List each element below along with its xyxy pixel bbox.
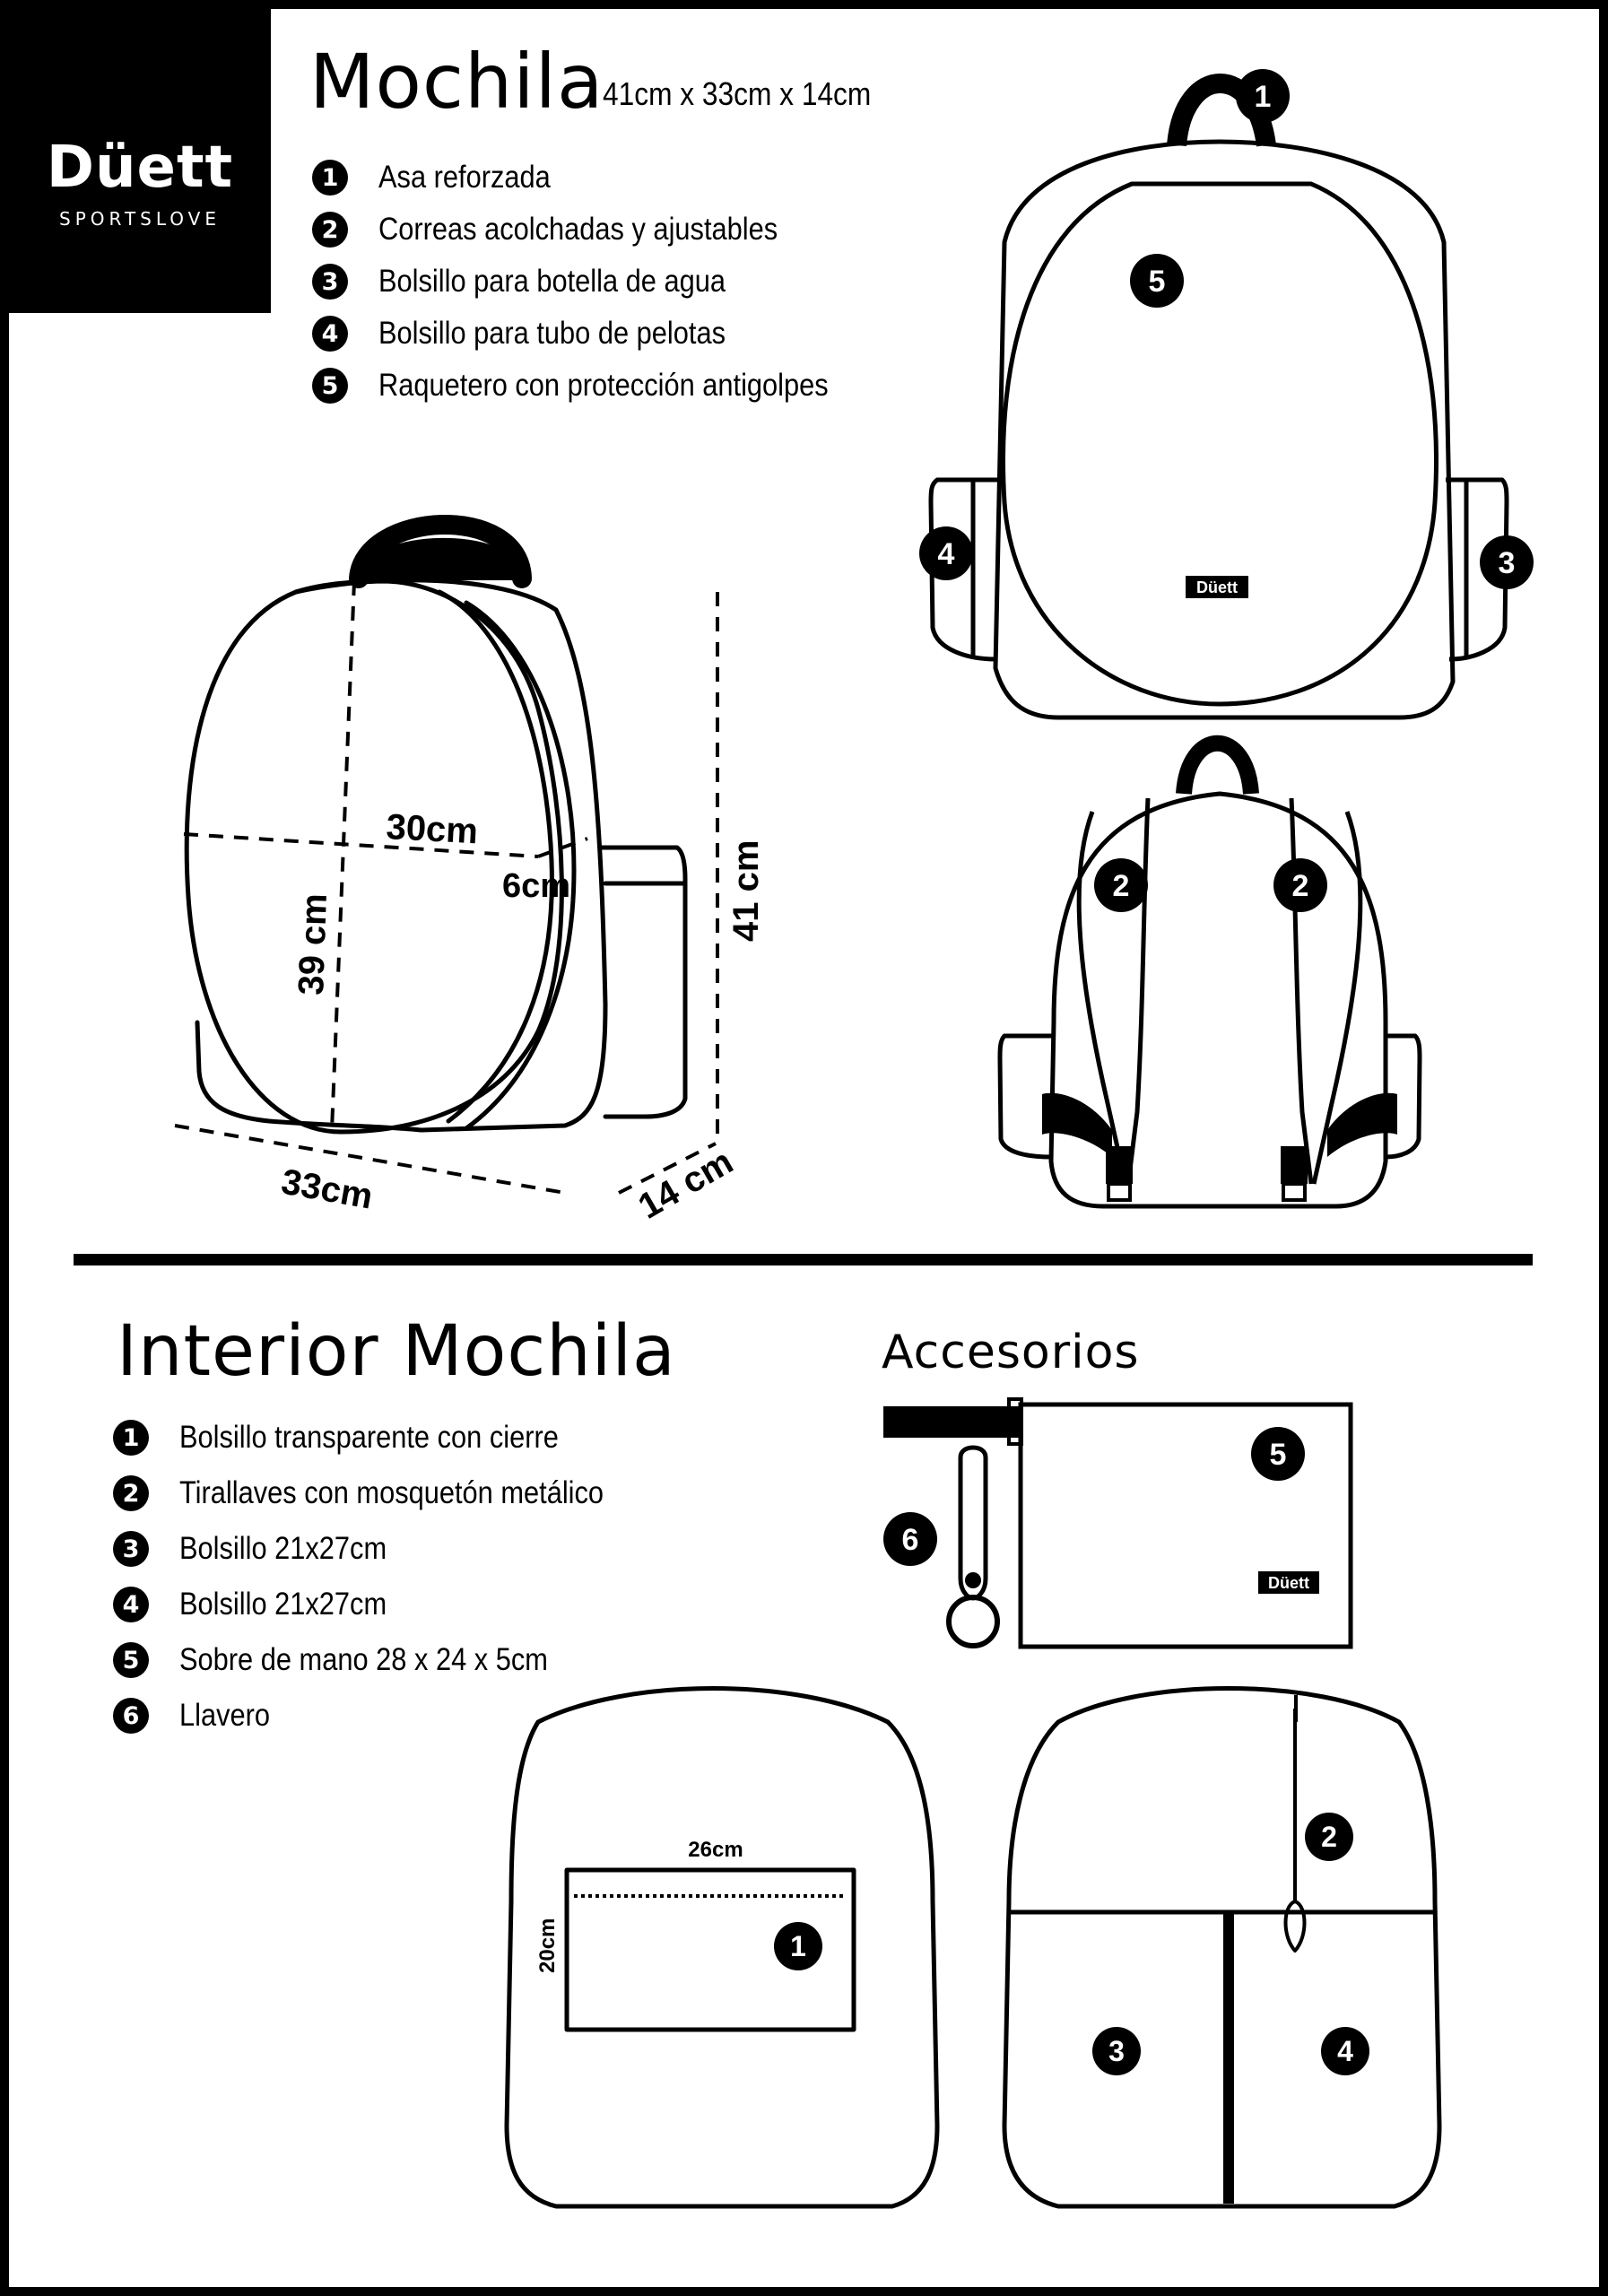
number-badge: 3 (312, 264, 348, 300)
number-badge: 4 (113, 1587, 149, 1622)
svg-text:4: 4 (938, 537, 955, 571)
interior-title: Interior Mochila (117, 1311, 676, 1392)
feature-item: 5 Raquetero con protección antigolpes (312, 366, 890, 405)
section-divider (74, 1254, 1533, 1265)
measure-6cm: 6cm (502, 867, 570, 905)
callout-badge: 3 (1092, 2027, 1141, 2075)
callout-badge: 1 (1236, 69, 1290, 123)
number-badge: 2 (312, 212, 348, 248)
accesorios-title: Accesorios (882, 1326, 1140, 1379)
feature-label: Correas acolchadas y ajustables (378, 212, 778, 247)
feature-label: Raquetero con protección antigolpes (378, 368, 829, 403)
number-badge: 1 (113, 1420, 149, 1456)
interior-item: 1 Bolsillo transparente con cierre (113, 1418, 611, 1457)
pocket-height-label: 20cm (535, 1918, 560, 1973)
callout-badge: 2 (1094, 858, 1148, 912)
feature-item: 2 Correas acolchadas y ajustables (312, 210, 832, 249)
measure-39cm: 39 cm (291, 892, 335, 996)
number-badge: 4 (312, 316, 348, 352)
pouch-logo-tag: Düett (1268, 1574, 1309, 1592)
front-logo-tag: Düett (1196, 578, 1238, 596)
callout-badge: 3 (1480, 535, 1534, 589)
callout-badge: 5 (1251, 1427, 1305, 1481)
interior-item: 6 Llavero (113, 1696, 282, 1735)
measure-30cm: 30cm (386, 807, 479, 851)
svg-text:2: 2 (1321, 1821, 1337, 1853)
svg-text:3: 3 (1108, 2035, 1125, 2067)
interior-label: Tirallaves con mosquetón metálico (179, 1475, 604, 1510)
number-badge: 3 (113, 1531, 149, 1567)
interior-item: 4 Bolsillo 21x27cm (113, 1585, 415, 1624)
callout-badge: 1 (774, 1922, 822, 1970)
svg-text:2: 2 (1113, 869, 1130, 903)
callout-badge: 4 (919, 526, 973, 580)
svg-text:6: 6 (902, 1523, 919, 1557)
number-badge: 5 (312, 368, 348, 404)
interior-item: 5 Sobre de mano 28 x 24 x 5cm (113, 1640, 598, 1680)
svg-text:5: 5 (1149, 265, 1166, 299)
brand-block: Düett SPORTSLOVE (9, 9, 271, 313)
interior-label: Bolsillo 21x27cm (179, 1587, 387, 1622)
brand-logo: Düett (46, 135, 234, 201)
feature-label: Bolsillo para botella de agua (378, 264, 726, 299)
feature-item: 4 Bolsillo para tubo de pelotas (312, 314, 773, 353)
callout-badge: 4 (1321, 2027, 1369, 2075)
callout-badge: 5 (1130, 254, 1184, 308)
number-badge: 6 (113, 1698, 149, 1734)
feature-item: 1 Asa reforzada (312, 158, 574, 197)
callout-badge: 6 (883, 1512, 937, 1566)
number-badge: 5 (113, 1642, 149, 1678)
svg-text:5: 5 (1270, 1438, 1287, 1472)
pocket-width-label: 26cm (688, 1838, 743, 1862)
interior-item: 2 Tirallaves con mosquetón metálico (113, 1474, 662, 1513)
mochila-dimensions: 41cm x 33cm x 14cm (603, 75, 872, 112)
callout-badge: 2 (1273, 858, 1327, 912)
mochila-title: Mochila (309, 38, 604, 126)
svg-text:1: 1 (790, 1930, 806, 1962)
feature-label: Bolsillo para tubo de pelotas (378, 316, 726, 351)
interior-label: Bolsillo transparente con cierre (179, 1420, 559, 1455)
feature-label: Asa reforzada (378, 160, 551, 195)
number-badge: 1 (312, 160, 348, 196)
callout-badge: 2 (1305, 1813, 1353, 1861)
svg-text:2: 2 (1292, 869, 1309, 903)
number-badge: 2 (113, 1475, 149, 1511)
interior-item: 3 Bolsillo 21x27cm (113, 1529, 415, 1569)
feature-item: 3 Bolsillo para botella de agua (312, 262, 773, 301)
brand-tagline: SPORTSLOVE (59, 208, 221, 230)
svg-text:4: 4 (1337, 2035, 1353, 2067)
interior-label: Llavero (179, 1698, 271, 1733)
svg-text:3: 3 (1499, 546, 1516, 580)
interior-label: Sobre de mano 28 x 24 x 5cm (179, 1642, 548, 1677)
interior-label: Bolsillo 21x27cm (179, 1531, 387, 1566)
svg-text:1: 1 (1255, 80, 1272, 114)
measure-41cm: 41 cm (726, 840, 766, 942)
